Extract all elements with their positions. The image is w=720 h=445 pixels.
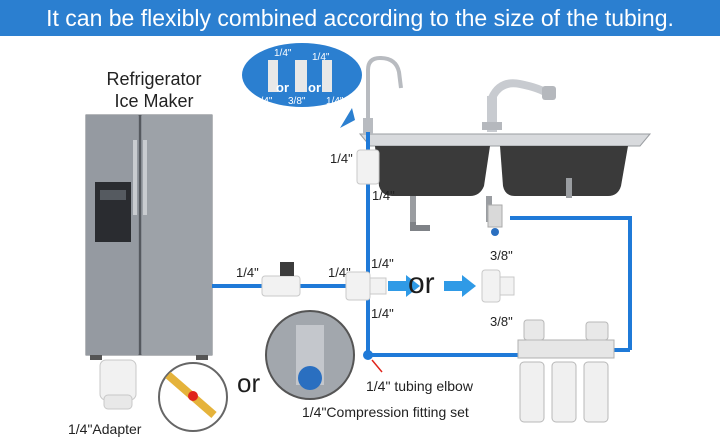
compression-label: 1/4"Compression fitting set — [302, 404, 469, 420]
bubble-top-left: 1/4" — [274, 48, 292, 59]
bubble-bottom-right: 1/4" — [326, 96, 344, 107]
tubing-closeup — [158, 362, 228, 432]
or-fitting: or — [237, 368, 261, 398]
vertical-upper-label: 1/4" — [372, 188, 395, 203]
alt-top-label: 3/8" — [490, 248, 513, 263]
bubble-top-right: 1/4" — [312, 52, 330, 63]
fridge-title-line2: Ice Maker — [114, 91, 194, 111]
elbow-label: 1/4" tubing elbow — [366, 378, 473, 394]
refrigerator — [85, 114, 213, 360]
tee-bottom-label: 1/4" — [371, 306, 394, 321]
compression-closeup — [265, 310, 355, 400]
top-banner — [0, 0, 720, 36]
fittings — [261, 149, 515, 303]
ro-faucet — [363, 55, 403, 134]
bubble-or-left: or — [276, 80, 289, 95]
bubble-bottom-left: 1/4" — [255, 96, 273, 107]
fitting-options-bubble — [242, 43, 362, 128]
sink — [358, 133, 652, 231]
adapter-label: 1/4"Adapter — [68, 421, 142, 437]
alt-bottom-label: 3/8" — [490, 314, 513, 329]
tubing-elbow — [363, 350, 383, 373]
valve-size-label: 1/4" — [236, 265, 259, 280]
kitchen-faucet — [482, 79, 556, 132]
tee-top-label: 1/4" — [371, 256, 394, 271]
ro-filter-system — [517, 319, 615, 423]
fridge-title: Refrigerator Ice Maker — [84, 68, 224, 112]
or-main: or — [408, 267, 435, 300]
flow-arrows — [388, 275, 476, 297]
bubble-bottom-mid: 3/8" — [288, 96, 306, 107]
banner-headline: It can be flexibly combined according to… — [46, 5, 674, 31]
tee-left-label: 1/4" — [328, 265, 351, 280]
diagram-canvas — [85, 43, 652, 432]
fridge-title-line1: Refrigerator — [106, 69, 202, 89]
bubble-or-right: or — [308, 80, 321, 95]
adapter-fitting — [99, 359, 137, 410]
faucet-size-label: 1/4" — [330, 151, 353, 166]
